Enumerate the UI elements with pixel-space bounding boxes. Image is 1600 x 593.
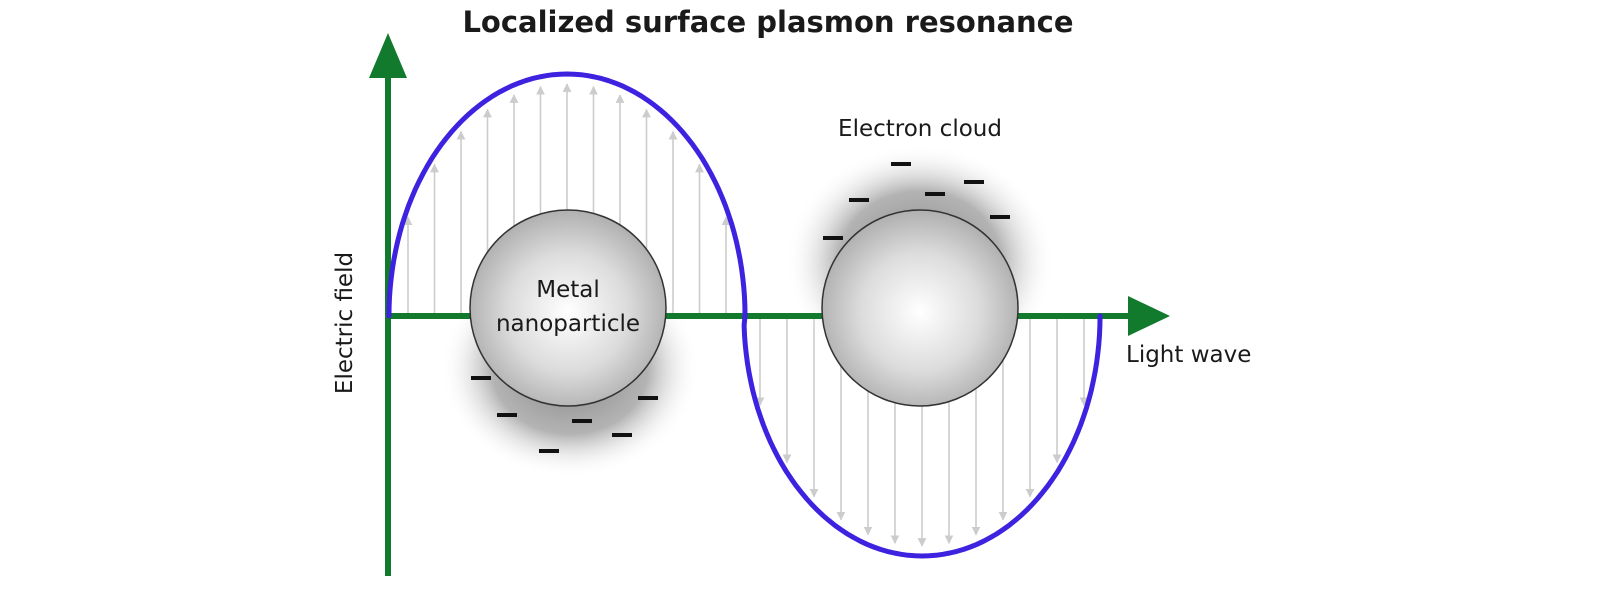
- electron-marks-upper: [823, 162, 1010, 240]
- electron-marks-lower: [471, 376, 658, 453]
- light-wave-label: Light wave: [1126, 342, 1251, 368]
- electric-field-axis: [369, 33, 407, 576]
- particle-label-line-2: nanoparticle: [496, 311, 640, 337]
- metal-nanoparticle: [469, 209, 667, 407]
- electron-cloud-label: Electron cloud: [838, 116, 1002, 142]
- metal-nanoparticle-shifted: [821, 209, 1019, 407]
- diagram-title: Localized surface plasmon resonance: [462, 5, 1073, 39]
- light-wave-curve: [386, 71, 1103, 559]
- particle-label-line-1: Metal: [536, 277, 600, 303]
- light-wave-arrowhead-icon: [1128, 296, 1170, 336]
- electric-field-label: Electric field: [332, 252, 358, 394]
- electric-field-arrowhead-icon: [369, 33, 407, 78]
